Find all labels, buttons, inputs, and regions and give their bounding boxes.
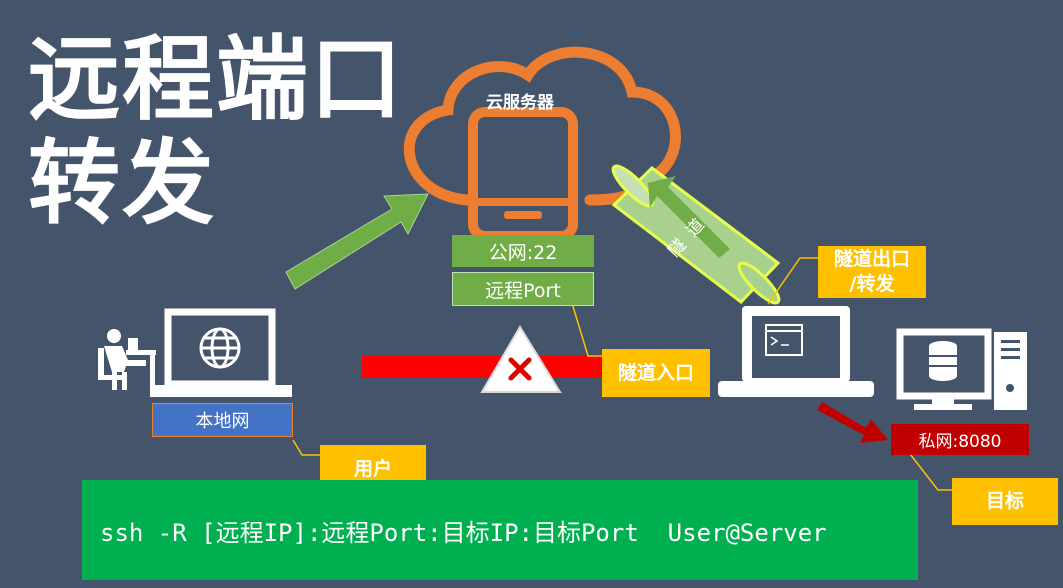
command-line: ssh -R [远程IP]:远程Port:目标IP:目标Port User@Se… <box>82 480 918 580</box>
globe-laptop-icon <box>150 308 292 397</box>
local-network-label: 本地网 <box>152 403 293 437</box>
blocked-path-bar <box>362 356 612 378</box>
tunnel-exit-callout-text: 隧道出口 /转发 <box>833 248 910 295</box>
dark-red-arrow <box>817 402 888 443</box>
user-at-desk-icon <box>98 329 156 390</box>
page-title-line-2: 转发 <box>28 130 217 237</box>
cloud-label: 云服务器 <box>486 93 554 113</box>
phone-icon <box>468 107 578 241</box>
database-server-icon <box>896 328 1027 410</box>
public-port-label: 公网:22 <box>452 235 594 267</box>
target-callout: 目标 <box>952 478 1058 525</box>
page-title-line-1: 远程端口 <box>28 26 405 133</box>
tunnel-cylinder <box>611 164 781 305</box>
private-network-label: 私网:8080 <box>891 424 1029 455</box>
remote-port-label: 远程Port <box>452 272 594 306</box>
blocked-x-icon <box>480 325 562 393</box>
callout-leaders <box>292 257 952 491</box>
globe-icon <box>199 327 241 369</box>
tunnel-exit-callout: 隧道出口 /转发 <box>818 246 926 298</box>
green-arrow <box>285 193 429 290</box>
terminal-laptop-icon <box>718 306 874 397</box>
page-title: 远程端口 转发 <box>28 28 408 236</box>
tunnel-entry-callout: 隧道入口 <box>602 349 710 397</box>
